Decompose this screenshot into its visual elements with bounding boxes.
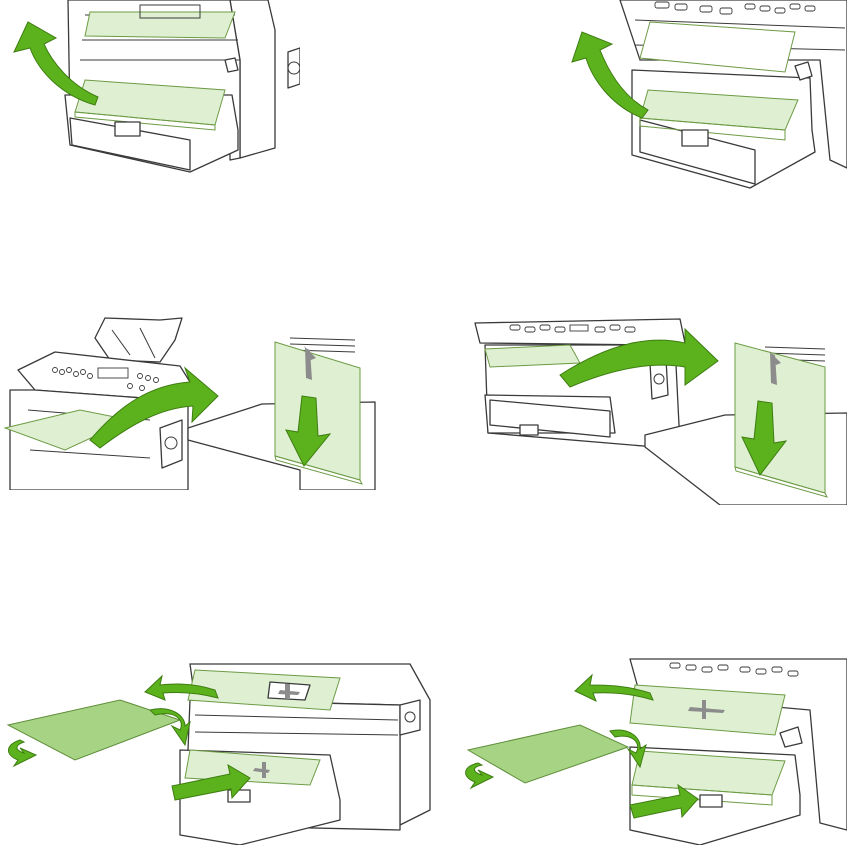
panel-remove-output-model-b <box>560 0 847 190</box>
rotate-arrows-icon <box>466 763 493 788</box>
panel-rotate-and-reload-model-b <box>450 655 847 845</box>
single-sheet <box>468 725 628 783</box>
panel-place-printed-side-down-model-a <box>0 310 380 490</box>
rotate-arrows-icon <box>8 740 36 766</box>
panel-rotate-and-reload-model-a <box>0 660 440 845</box>
panel-remove-output-model-a <box>0 0 300 180</box>
panel-place-printed-side-down-model-b <box>470 315 847 505</box>
